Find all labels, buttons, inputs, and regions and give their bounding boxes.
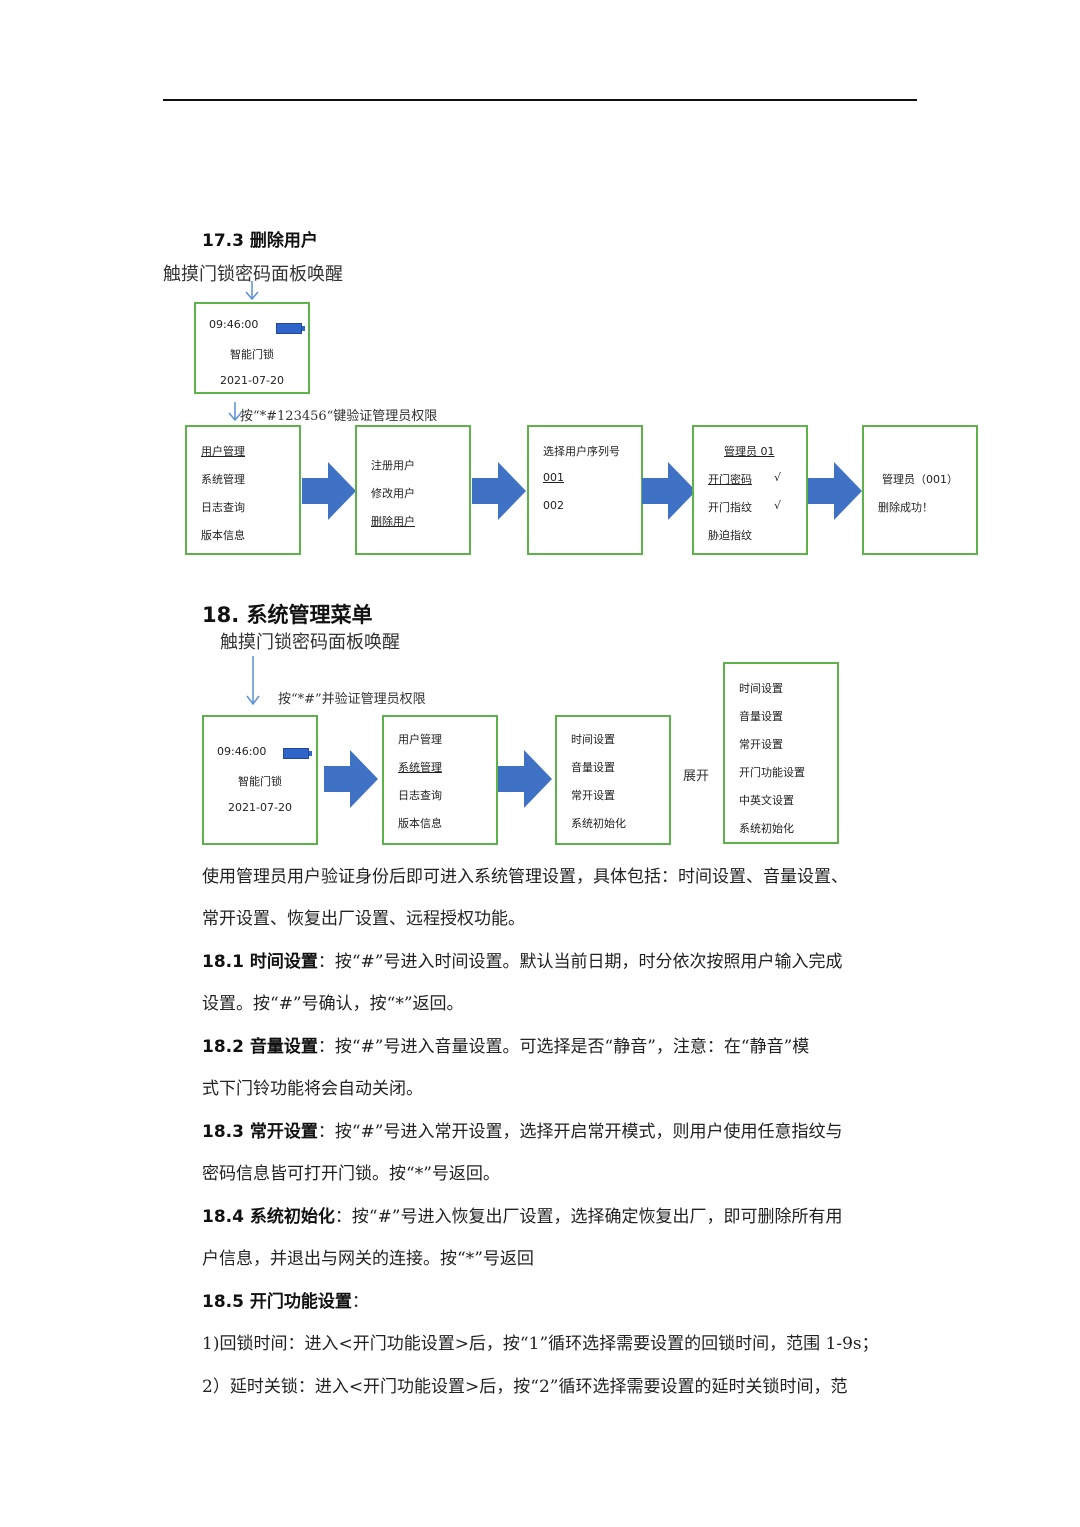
battery-icon: [283, 748, 312, 759]
wake-text-17: 触摸门锁密码面板唤醒: [163, 264, 343, 285]
para-18-3-cont: 密码信息皆可打开门锁。按“*”号返回。: [202, 1164, 500, 1184]
select-user-box: 选择用户序列号 001 002: [527, 425, 643, 555]
lock-screen-18: 09:46:00 智能门锁 2021-07-20: [202, 715, 318, 845]
check-icon: √: [774, 471, 782, 484]
admin-title: 管理员 01: [724, 445, 775, 458]
screen-time: 09:46:00: [209, 318, 259, 331]
menu-item: 用户管理: [398, 733, 442, 746]
menu-item: 系统管理: [201, 473, 245, 486]
para-text: ：: [351, 1292, 369, 1312]
screen-name: 智能门锁: [230, 348, 274, 361]
menu-item: 系统初始化: [571, 817, 626, 830]
flow-arrow: [642, 462, 696, 520]
down-arrow-icon: [228, 402, 242, 422]
para-18-1-cont: 设置。按“#”号确认，按“*”返回。: [202, 994, 464, 1014]
header-rule: [163, 99, 917, 101]
menu-item: 时间设置: [571, 733, 615, 746]
para-text: ：按“#”号进入恢复出厂设置，选择确定恢复出厂，即可删除所有用: [334, 1207, 843, 1227]
para-18-4: 18.4 系统初始化：按“#”号进入恢复出厂设置，选择确定恢复出厂，即可删除所有…: [202, 1202, 843, 1227]
menu-item: 中英文设置: [739, 794, 794, 807]
para-18-4-cont: 户信息，并退出与网关的连接。按“*”号返回: [202, 1249, 534, 1269]
menu-item: 系统初始化: [739, 822, 794, 835]
menu-item: 常开设置: [739, 738, 783, 751]
instruction-18: 按“*#”并验证管理员权限: [278, 692, 426, 707]
menu-item: 常开设置: [571, 789, 615, 802]
para-label: 18.3 常开设置: [202, 1122, 318, 1142]
para-label: 18.2 音量设置: [202, 1037, 318, 1057]
screen-name: 智能门锁: [238, 775, 282, 788]
lock-screen-17: 09:46:00 智能门锁 2021-07-20: [194, 302, 310, 394]
menu-item: 系统管理: [398, 761, 442, 774]
para-label: 18.1 时间设置: [202, 952, 318, 972]
screen-date: 2021-07-20: [220, 374, 284, 387]
menu-item: 选择用户序列号: [543, 445, 620, 458]
menu-item: 胁迫指纹: [708, 529, 752, 542]
menu-item: 音量设置: [571, 761, 615, 774]
para-18-1: 18.1 时间设置：按“#”号进入时间设置。默认当前日期，时分依次按照用户输入完…: [202, 947, 843, 972]
system-menu-box: 时间设置 音量设置 常开设置 系统初始化: [555, 715, 671, 845]
delete-success-box: 管理员（001） 删除成功！: [862, 425, 978, 555]
battery-icon: [276, 323, 305, 334]
menu-item: 删除用户: [371, 515, 415, 528]
menu-item: 版本信息: [398, 817, 442, 830]
para-18-2: 18.2 音量设置：按“#”号进入音量设置。可选择是否“静音”，注意：在“静音”…: [202, 1032, 809, 1057]
down-arrow-icon: [245, 281, 259, 301]
para-18-3: 18.3 常开设置：按“#”号进入常开设置，选择开启常开模式，则用户使用任意指纹…: [202, 1117, 843, 1142]
menu-item: 开门密码: [708, 473, 752, 486]
screen-time: 09:46:00: [217, 745, 267, 758]
flow-arrow: [324, 750, 378, 808]
menu-item: 002: [543, 499, 564, 512]
para-label: 18.4 系统初始化: [202, 1207, 335, 1227]
menu-item: 日志查询: [398, 789, 442, 802]
list-line-1: 1)回锁时间：进入<开门功能设置>后，按“1”循环选择需要设置的回锁时间，范围 …: [202, 1334, 879, 1354]
result-text: 删除成功！: [878, 501, 933, 514]
result-text: 管理员（001）: [882, 473, 958, 486]
para-label: 18.5 开门功能设置: [202, 1292, 352, 1312]
menu-item: 001: [543, 471, 564, 484]
expanded-menu-box: 时间设置 音量设置 常开设置 开门功能设置 中英文设置 系统初始化: [723, 662, 839, 844]
menu-item: 时间设置: [739, 682, 783, 695]
instruction-17: 按“*#123456“键验证管理员权限: [240, 409, 438, 424]
flow-arrow: [472, 462, 526, 520]
menu-item: 注册用户: [371, 459, 415, 472]
para-18-5: 18.5 开门功能设置：: [202, 1287, 369, 1312]
main-menu-box-17: 用户管理 系统管理 日志查询 版本信息: [185, 425, 301, 555]
menu-item: 用户管理: [201, 445, 245, 458]
para-18-2-cont: 式下门铃功能将会自动关闭。: [202, 1079, 423, 1099]
intro-line-1: 使用管理员用户验证身份后即可进入系统管理设置，具体包括：时间设置、音量设置、: [202, 867, 848, 887]
section-17-3-title: 17.3 删除用户: [202, 231, 318, 251]
menu-item: 音量设置: [739, 710, 783, 723]
user-menu-box: 注册用户 修改用户 删除用户: [355, 425, 471, 555]
section-18-title: 18. 系统管理菜单: [202, 603, 373, 627]
menu-item: 版本信息: [201, 529, 245, 542]
para-text: ：按“#”号进入音量设置。可选择是否“静音”，注意：在“静音”模: [317, 1037, 810, 1057]
flow-arrow: [808, 462, 862, 520]
menu-item: 开门指纹: [708, 501, 752, 514]
admin-detail-box: 管理员 01 开门密码 √ 开门指纹 √ 胁迫指纹: [692, 425, 808, 555]
expand-label: 展开: [683, 769, 710, 784]
main-menu-box-18: 用户管理 系统管理 日志查询 版本信息: [382, 715, 498, 845]
screen-date: 2021-07-20: [228, 801, 292, 814]
para-text: ：按“#”号进入时间设置。默认当前日期，时分依次按照用户输入完成: [317, 952, 843, 972]
intro-line-2: 常开设置、恢复出厂设置、远程授权功能。: [202, 909, 525, 929]
flow-arrow: [498, 750, 552, 808]
down-arrow-icon: [246, 656, 260, 706]
menu-item: 开门功能设置: [739, 766, 805, 779]
wake-text-18: 触摸门锁密码面板唤醒: [220, 632, 400, 653]
list-line-2: 2）延时关锁：进入<开门功能设置>后，按“2”循环选择需要设置的延时关锁时间，范: [202, 1377, 848, 1397]
para-text: ：按“#”号进入常开设置，选择开启常开模式，则用户使用任意指纹与: [317, 1122, 843, 1142]
check-icon: √: [774, 499, 782, 512]
menu-item: 修改用户: [371, 487, 415, 500]
flow-arrow: [302, 462, 356, 520]
menu-item: 日志查询: [201, 501, 245, 514]
